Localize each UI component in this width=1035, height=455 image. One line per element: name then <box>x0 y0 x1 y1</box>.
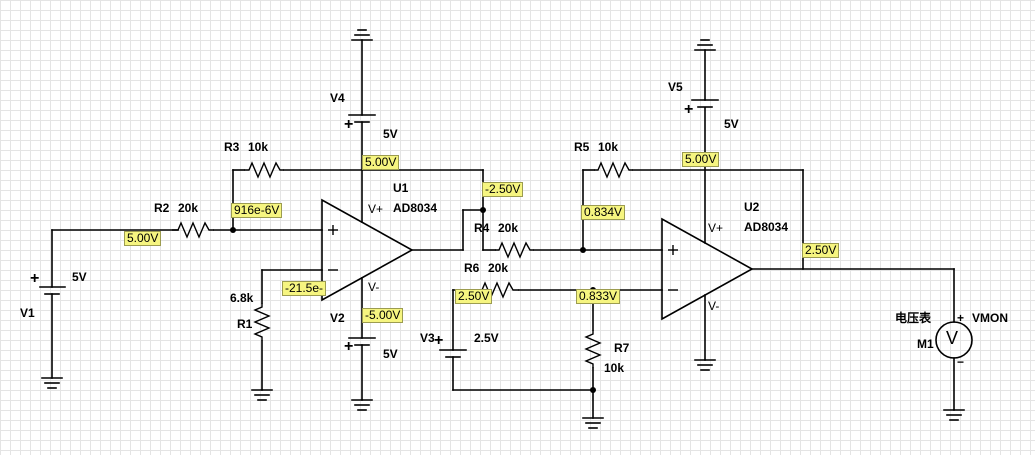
v4-plus-sign: + <box>344 116 354 133</box>
v4-name: V4 <box>330 91 345 105</box>
u2-vminus: V- <box>708 299 720 313</box>
v5-plus-sign: + <box>684 101 694 118</box>
u2-part: AD8034 <box>744 220 789 234</box>
probe-v2[interactable]: -5.00V <box>362 308 404 323</box>
r7-name: R7 <box>614 341 630 355</box>
v4-value: 5V <box>383 127 398 141</box>
ground-v4 <box>351 29 373 41</box>
v2-name: V2 <box>330 311 345 325</box>
r5-resistor[interactable] <box>594 161 633 179</box>
u2-opamp[interactable] <box>661 217 754 321</box>
r1-value: 6.8k <box>230 291 254 305</box>
v1-value: 5V <box>72 270 87 284</box>
r3-resistor[interactable] <box>244 161 284 179</box>
r5-value: 10k <box>598 140 619 154</box>
v3-plus-sign: + <box>434 332 444 349</box>
m1-name: M1 <box>917 337 934 351</box>
m1-probe-label: VMON <box>972 311 1008 325</box>
r7-resistor[interactable] <box>584 330 602 368</box>
ground-v1 <box>41 377 63 389</box>
u1-vminus: V- <box>368 280 380 294</box>
v1-plus-sign: + <box>30 270 40 287</box>
ground-u2 <box>694 359 716 371</box>
ground-v5 <box>694 39 716 51</box>
r1-resistor[interactable] <box>253 303 271 341</box>
r4-value: 20k <box>498 221 519 235</box>
probe-u2-out[interactable]: 2.50V <box>802 243 840 258</box>
probe-v4[interactable]: 5.00V <box>362 155 400 170</box>
u2-name: U2 <box>744 200 760 214</box>
u1-vplus: V+ <box>368 202 384 216</box>
r6-value: 20k <box>488 261 509 275</box>
r4-name: R4 <box>474 221 490 235</box>
v1-source[interactable] <box>39 229 66 379</box>
ground-v2 <box>351 399 373 411</box>
r6-resistor[interactable] <box>478 281 519 299</box>
probe-v3[interactable]: 2.50V <box>455 289 493 304</box>
r1-name: R1 <box>237 317 253 331</box>
r3-value: 10k <box>248 140 269 154</box>
v1-name: V1 <box>20 306 35 320</box>
v5-name: V5 <box>668 80 683 94</box>
probe-u2-plus[interactable]: 0.834V <box>581 205 626 220</box>
probe-u2-minus[interactable]: 0.833V <box>576 289 621 304</box>
r5-name: R5 <box>574 140 590 154</box>
r6-name: R6 <box>464 261 480 275</box>
junction-ground <box>590 387 596 393</box>
m1-label: 电压表 <box>895 311 932 325</box>
v3-value: 2.5V <box>474 331 499 345</box>
ground-r7 <box>582 417 604 429</box>
u1-opamp[interactable] <box>321 198 414 302</box>
m1-minus-mark: − <box>957 355 965 369</box>
u1-name: U1 <box>393 181 409 195</box>
r3-name: R3 <box>224 140 240 154</box>
r7-value: 10k <box>604 361 625 375</box>
v2-value: 5V <box>383 347 398 361</box>
u1-part: AD8034 <box>393 201 438 215</box>
v5-value: 5V <box>724 117 739 131</box>
r2-resistor[interactable] <box>172 221 214 239</box>
probe-u1-minus[interactable]: -21.5e- <box>282 281 327 296</box>
m1-symbol: V <box>946 328 959 348</box>
r4-resistor[interactable] <box>495 241 534 259</box>
r2-name: R2 <box>154 201 170 215</box>
ground-r1 <box>251 389 273 401</box>
m1-plus-mark: + <box>957 311 965 325</box>
probe-u1-out[interactable]: -2.50V <box>482 182 524 197</box>
u2-vplus: V+ <box>708 221 724 235</box>
v2-plus-sign: + <box>344 338 354 355</box>
probe-v5[interactable]: 5.00V <box>682 152 720 167</box>
ground-m1 <box>943 409 965 421</box>
probe-v1[interactable]: 5.00V <box>124 231 162 246</box>
probe-u1-plus[interactable]: 916e-6V <box>231 203 283 218</box>
v3-name: V3 <box>420 331 435 345</box>
r2-value: 20k <box>178 201 199 215</box>
